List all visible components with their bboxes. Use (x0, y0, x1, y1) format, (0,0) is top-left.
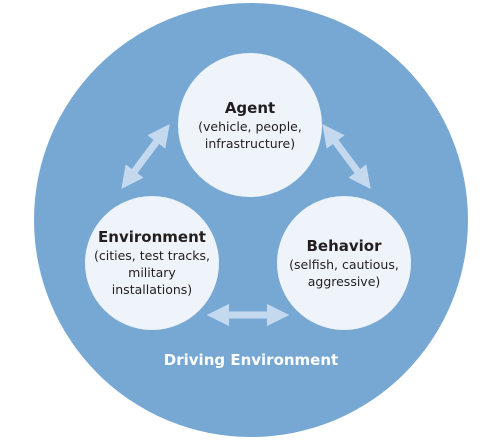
agent-node: Agent (vehicle, people, infrastructure) (178, 53, 322, 197)
behavior-title: Behavior (306, 236, 382, 255)
agent-title: Agent (224, 98, 276, 117)
behavior-subtitle: (selfish, cautious, aggressive) (289, 256, 399, 289)
environment-title: Environment (98, 228, 206, 246)
environment-node: Environment (cities, test tracks, milita… (85, 196, 219, 330)
arrow-agent-behavior (322, 124, 371, 189)
environment-subtitle: (cities, test tracks, military installat… (93, 248, 211, 297)
arrow-agent-environment (121, 124, 170, 189)
behavior-node: Behavior (selfish, cautious, aggressive) (277, 196, 411, 330)
agent-subtitle: (vehicle, people, infrastructure) (198, 118, 302, 151)
outer-circle-label: Driving Environment (163, 351, 339, 369)
